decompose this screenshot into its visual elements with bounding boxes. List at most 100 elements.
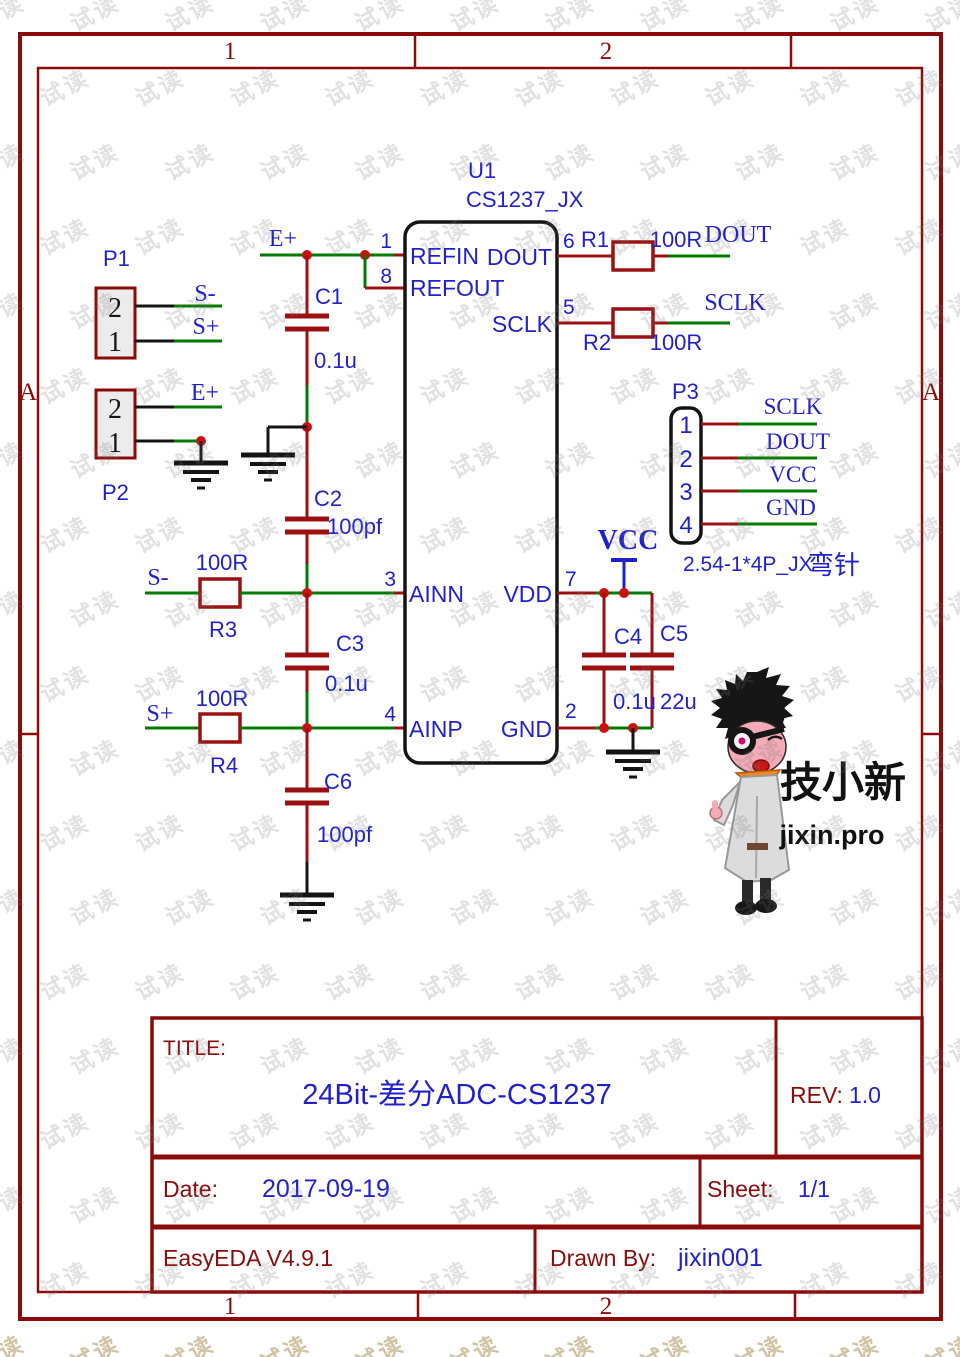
date-value: 2017-09-19: [262, 1175, 390, 1203]
c3-value: 0.1u: [325, 671, 368, 696]
u1-pin-sclk: SCLK: [492, 311, 553, 337]
u1-pin2-num: 2: [565, 700, 577, 723]
tool-version: EasyEDA V4.9.1: [163, 1245, 333, 1271]
u1-pin4-num: 4: [384, 703, 396, 726]
frame-col-1-bottom: 1: [224, 1293, 237, 1320]
net-label-s-plus: S+: [147, 701, 174, 727]
r4-value: 100R: [196, 686, 249, 711]
p2-pin2-num: 2: [108, 394, 122, 425]
c5-ref: C5: [660, 621, 688, 646]
u1-pin-refin: REFIN: [410, 243, 479, 269]
u1-part: CS1237_JX: [466, 187, 584, 212]
vdd-gnd-decoupling: C4 C5 0.1u 22u: [557, 588, 697, 779]
resistor-r1-row: R1 100R DOUT: [557, 222, 772, 272]
c4-ref: C4: [614, 624, 642, 649]
capacitor-c1: C1 0.1u: [285, 255, 357, 427]
power-vcc: VCC: [598, 525, 659, 592]
frame-col-2-top: 2: [600, 38, 613, 65]
p3-part: 2.54-1*4P_JX: [683, 553, 813, 576]
capacitor-c6: C6 100pf: [280, 728, 373, 922]
frame-col-2-bottom: 2: [600, 1293, 613, 1320]
drawn-by-label: Drawn By:: [550, 1245, 656, 1271]
rev-label: REV:: [790, 1082, 843, 1108]
c2-ref: C2: [314, 486, 342, 511]
ground-symbol-c6: [280, 892, 334, 922]
p3-net-sclk: SCLK: [764, 394, 823, 419]
u1-pin-dout: DOUT: [487, 244, 552, 270]
p3-pin3-num: 3: [679, 479, 692, 506]
u1-pin-refout: REFOUT: [410, 275, 505, 301]
resistor-r3-row: S- 100R R3: [145, 550, 405, 642]
r3-ref: R3: [209, 617, 237, 642]
u1-pin8-num: 8: [380, 265, 392, 288]
r2-ref: R2: [583, 330, 611, 355]
c2-value: 100pf: [327, 514, 383, 539]
ground-symbol-c1: [241, 452, 295, 482]
vcc-power-label: VCC: [598, 525, 659, 556]
r2-value: 100R: [650, 330, 703, 355]
ground-symbol-p2: [174, 460, 228, 490]
u1-pin7-num: 7: [565, 568, 577, 591]
ground-symbol-gnd-pin: [606, 749, 660, 779]
p3-net-vcc: VCC: [769, 462, 816, 487]
u1-pin1-num: 1: [380, 230, 392, 253]
sheet-value: 1/1: [798, 1176, 830, 1202]
u1-pin-ainp: AINP: [409, 716, 463, 742]
frame-col-1-top: 1: [224, 38, 237, 65]
c6-value: 100pf: [317, 822, 373, 847]
r4-ref: R4: [210, 753, 238, 778]
net-label-e-plus-p2: E+: [191, 380, 219, 406]
ground-branch-c1: [241, 422, 312, 482]
p1-pin1-num: 1: [108, 327, 122, 358]
capacitor-c2: C2 100pf: [285, 427, 383, 593]
ic-u1: U1 CS1237_JX 1 8 3 4 6 5 7 2 REFIN REFOU…: [380, 158, 584, 765]
p3-pin1-num: 1: [679, 412, 692, 439]
p1-ref: P1: [103, 246, 130, 271]
p3-pin2-num: 2: [679, 446, 692, 473]
mascot-name: 技小新: [780, 759, 906, 806]
mascot-site: jixin.pro: [778, 820, 884, 850]
p2-ref: P2: [102, 480, 129, 505]
rev-value: 1.0: [849, 1082, 881, 1108]
p3-net-dout: DOUT: [766, 429, 830, 454]
net-label-s-minus: S-: [147, 565, 168, 591]
c3-ref: C3: [336, 631, 364, 656]
resistor-r2-row: R2 100R SCLK: [557, 290, 766, 355]
title-label: TITLE:: [163, 1037, 226, 1060]
c1-ref: C1: [315, 284, 343, 309]
r3-value: 100R: [196, 550, 249, 575]
u1-pin3-num: 3: [384, 568, 396, 591]
capacitor-c3: C3 0.1u: [285, 593, 368, 728]
mascot-illustration: 技小新 jixin.pro: [709, 667, 906, 915]
u1-pin-vdd: VDD: [503, 581, 552, 607]
u1-ref: U1: [468, 158, 496, 183]
p1-pin2-num: 2: [108, 293, 122, 324]
r1-ref: R1: [581, 227, 609, 252]
net-label-s-plus-p1: S+: [193, 314, 220, 340]
connector-p2: 2 1 P2 E+: [94, 380, 228, 505]
c4-value: 0.1u: [613, 689, 656, 714]
frame-row-a-left: A: [19, 379, 37, 406]
p3-net-gnd: GND: [766, 495, 816, 520]
u1-pin6-num: 6: [563, 230, 575, 253]
p2-pin1-num: 1: [108, 428, 122, 459]
c6-ref: C6: [324, 769, 352, 794]
net-label-e-plus-top: E+: [269, 226, 297, 252]
resistor-r4-row: S+ 100R R4: [145, 686, 405, 778]
net-label-s-minus-p1: S-: [194, 281, 215, 307]
p3-ref: P3: [672, 379, 699, 404]
drawn-by-value: jixin001: [677, 1244, 763, 1272]
title-block: TITLE: 24Bit-差分ADC-CS1237 REV: 1.0 Date:…: [150, 1016, 924, 1294]
net-e-plus-wire: E+: [260, 226, 405, 290]
sheet-label: Sheet:: [707, 1176, 774, 1202]
connector-p1: P1 2 1 S- S+: [94, 246, 222, 360]
p3-note: 弯针: [808, 550, 860, 580]
frame-row-a-right: A: [922, 379, 940, 406]
r1-value: 100R: [650, 227, 703, 252]
net-label-sclk: SCLK: [704, 290, 766, 316]
c5-value: 22u: [660, 689, 697, 714]
connector-p3: P3 1 2 3 4 SCLK DOUT VCC GND 2.54-1*4P_J…: [669, 379, 860, 580]
p3-pin4-num: 4: [679, 512, 692, 539]
